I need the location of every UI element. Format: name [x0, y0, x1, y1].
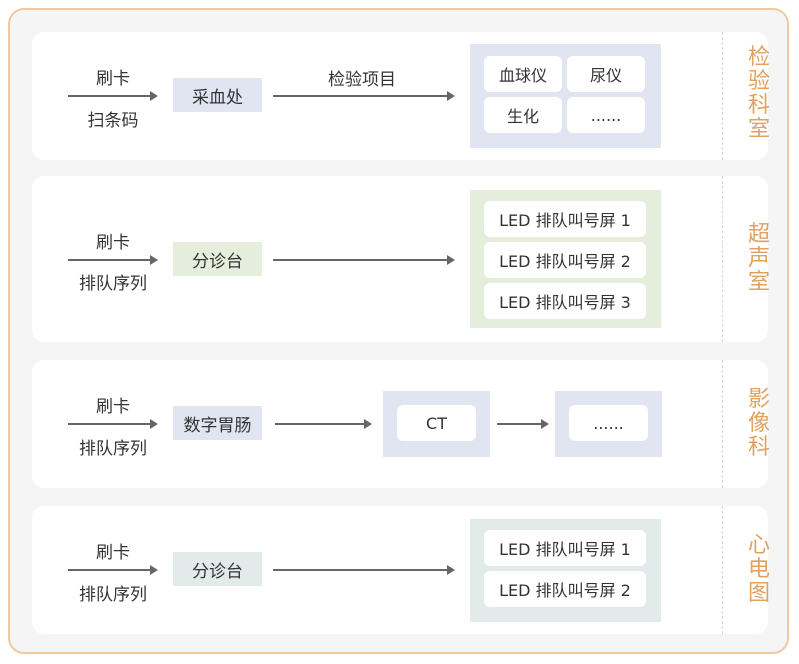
ct-panel: CT: [383, 391, 490, 457]
arrow-to-screens: [273, 255, 455, 265]
swipe-card-label: 刷卡: [96, 69, 130, 89]
dept-divider: [722, 360, 723, 488]
instrument-card: ......: [567, 97, 645, 133]
lab-instruments-panel: 血球仪 尿仪 生化 ......: [470, 44, 661, 148]
led-screens-panel: LED 排队叫号屏 1 LED 排队叫号屏 2: [470, 519, 661, 622]
dept-label-lab: 检验科室: [747, 45, 770, 142]
arrow-swipe: [68, 419, 158, 429]
arrow-swipe: [68, 565, 158, 575]
led-screen-card: LED 排队叫号屏 2: [484, 571, 646, 607]
row-lab: 刷卡 扫条码 采血处 检验项目 血球仪 尿仪 生化 ...... 检验科室: [32, 32, 770, 160]
queue-label: 排队序列: [79, 585, 147, 605]
station-triage: 分诊台: [173, 552, 262, 586]
lab-items-label: 检验项目: [328, 70, 396, 90]
dept-label-ultrasound: 超声室: [747, 222, 770, 295]
arrow-swipe: [68, 255, 158, 265]
instrument-card: 尿仪: [567, 56, 645, 92]
arrow-to-lab-items: [273, 91, 455, 101]
more-panel: ......: [555, 391, 662, 457]
arrow-to-ct: [275, 419, 372, 429]
row-ecg: 刷卡 排队序列 分诊台 LED 排队叫号屏 1 LED 排队叫号屏 2 心电图: [32, 506, 770, 634]
queue-label: 排队序列: [79, 274, 147, 294]
more-card: ......: [569, 405, 648, 441]
station-blood-draw: 采血处: [173, 78, 262, 112]
instrument-card: 生化: [484, 97, 562, 133]
dept-divider: [722, 176, 723, 342]
station-digital-gi: 数字胃肠: [173, 406, 262, 440]
instrument-card: 血球仪: [484, 56, 562, 92]
arrow-swipe: [68, 91, 158, 101]
scan-barcode-label: 扫条码: [87, 111, 139, 131]
swipe-card-label: 刷卡: [96, 397, 130, 417]
led-screen-card: LED 排队叫号屏 1: [484, 530, 646, 566]
ct-card: CT: [397, 405, 476, 441]
row-ultrasound: 刷卡 排队序列 分诊台 LED 排队叫号屏 1 LED 排队叫号屏 2 LED …: [32, 176, 770, 342]
dept-divider: [722, 506, 723, 634]
led-screen-card: LED 排队叫号屏 1: [484, 201, 646, 237]
dept-label-ecg: 心电图: [747, 533, 770, 606]
dept-divider: [722, 32, 723, 160]
arrow-to-screens: [273, 565, 455, 575]
station-triage: 分诊台: [173, 242, 262, 276]
arrow-to-more: [497, 419, 549, 429]
dept-label-imaging: 影像科: [747, 387, 770, 460]
queue-label: 排队序列: [79, 439, 147, 459]
led-screens-panel: LED 排队叫号屏 1 LED 排队叫号屏 2 LED 排队叫号屏 3: [470, 190, 661, 328]
led-screen-card: LED 排队叫号屏 2: [484, 242, 646, 278]
row-imaging: 刷卡 排队序列 数字胃肠 CT ...... 影像科: [32, 360, 770, 488]
led-screen-card: LED 排队叫号屏 3: [484, 283, 646, 319]
swipe-card-label: 刷卡: [96, 233, 130, 253]
swipe-card-label: 刷卡: [96, 543, 130, 563]
